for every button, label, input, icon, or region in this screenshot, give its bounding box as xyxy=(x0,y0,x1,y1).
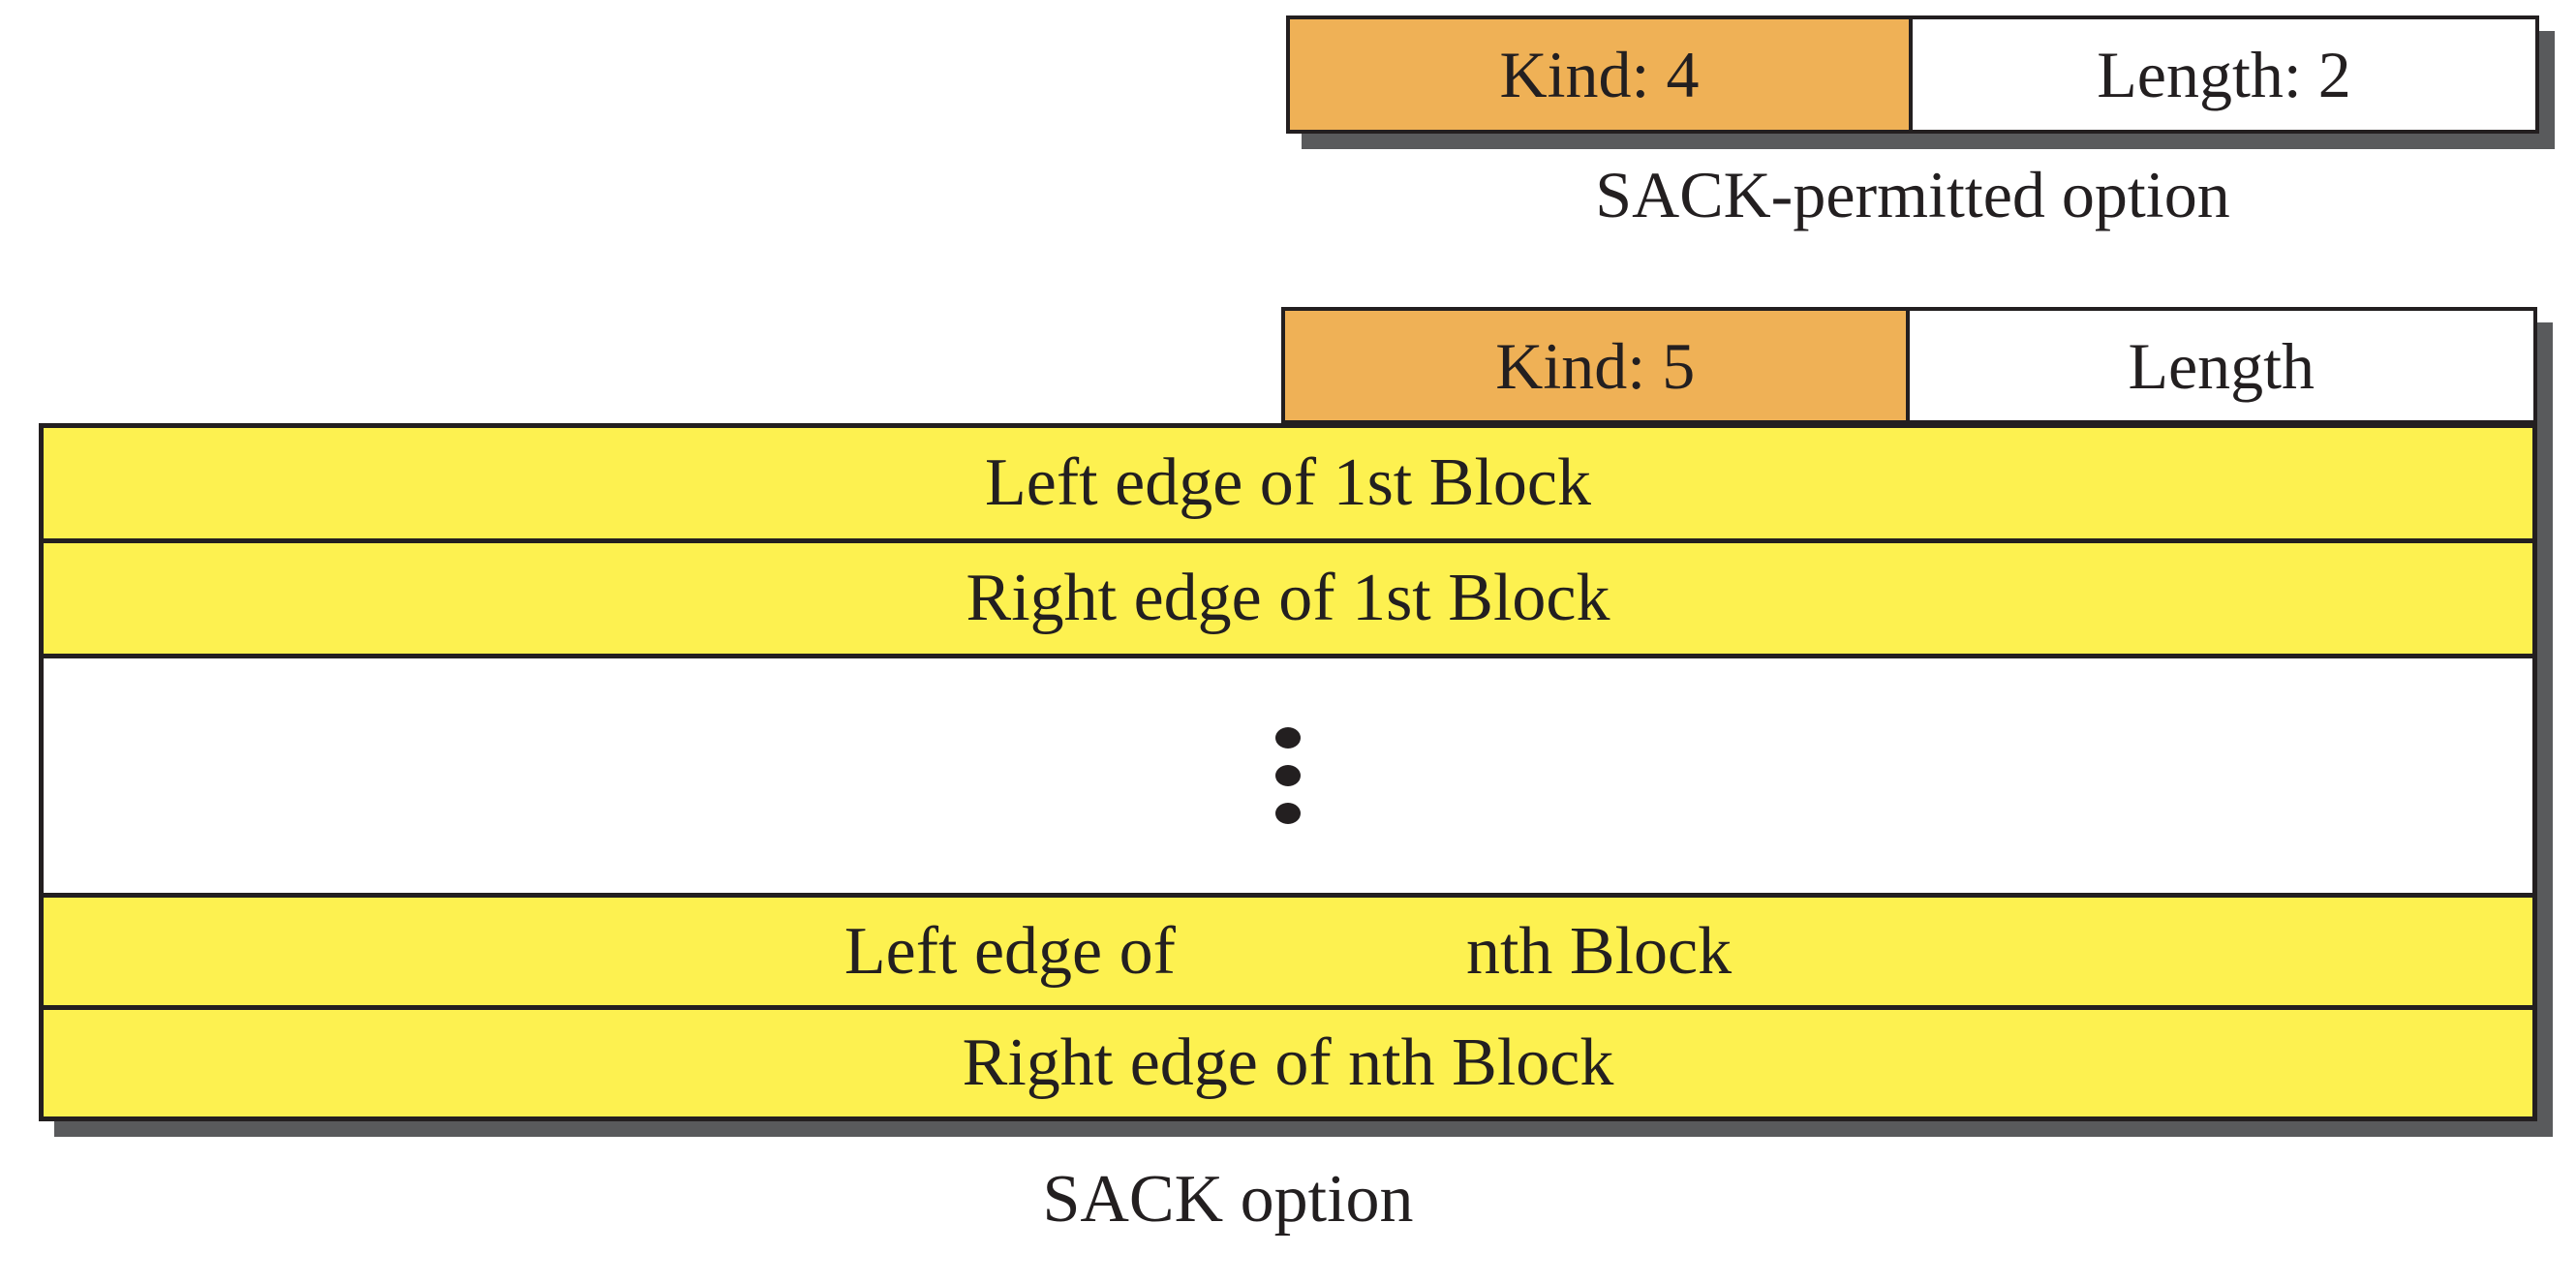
right-edge-1st-block-row: Right edge of 1st Block xyxy=(44,538,2532,654)
length-cell: Length xyxy=(1909,311,2533,420)
left-edge-nth-block-row: Left edge of nth Block xyxy=(44,893,2532,1005)
ellipsis-dot xyxy=(1275,765,1301,786)
right-edge-nth-block-label: Right edge of nth Block xyxy=(962,1025,1614,1100)
sack-option-caption: SACK option xyxy=(1042,1162,1414,1237)
length-label: Length xyxy=(2128,328,2315,403)
sack-permitted-caption: SACK-permitted option xyxy=(1595,158,2230,231)
left-edge-1st-block-row: Left edge of 1st Block xyxy=(44,428,2532,538)
ellipsis-dot xyxy=(1275,803,1301,824)
kind-5-cell: Kind: 5 xyxy=(1285,311,1910,420)
length-2-cell: Length: 2 xyxy=(1913,19,2535,130)
sack-permitted-option-box: Kind: 4 Length: 2 xyxy=(1286,15,2539,134)
left-edge-nth-block-label-left: Left edge of xyxy=(843,913,1176,989)
kind-4-cell: Kind: 4 xyxy=(1290,19,1913,130)
left-edge-1st-block-label: Left edge of 1st Block xyxy=(985,445,1591,520)
kind-4-label: Kind: 4 xyxy=(1499,38,1700,111)
right-edge-1st-block-label: Right edge of 1st Block xyxy=(966,561,1610,635)
ellipsis-row xyxy=(44,654,2532,893)
ellipsis-dot xyxy=(1275,727,1301,749)
sack-option-block-grid: Left edge of 1st Block Right edge of 1st… xyxy=(39,423,2537,1121)
sack-option-kind-box: Kind: 5 Length xyxy=(1281,307,2537,424)
right-edge-nth-block-row: Right edge of nth Block xyxy=(44,1005,2532,1116)
left-edge-nth-block-label-right: nth Block xyxy=(1465,913,1733,989)
kind-5-label: Kind: 5 xyxy=(1495,328,1696,403)
vertical-ellipsis-icon xyxy=(1275,727,1301,824)
length-2-label: Length: 2 xyxy=(2097,38,2351,111)
